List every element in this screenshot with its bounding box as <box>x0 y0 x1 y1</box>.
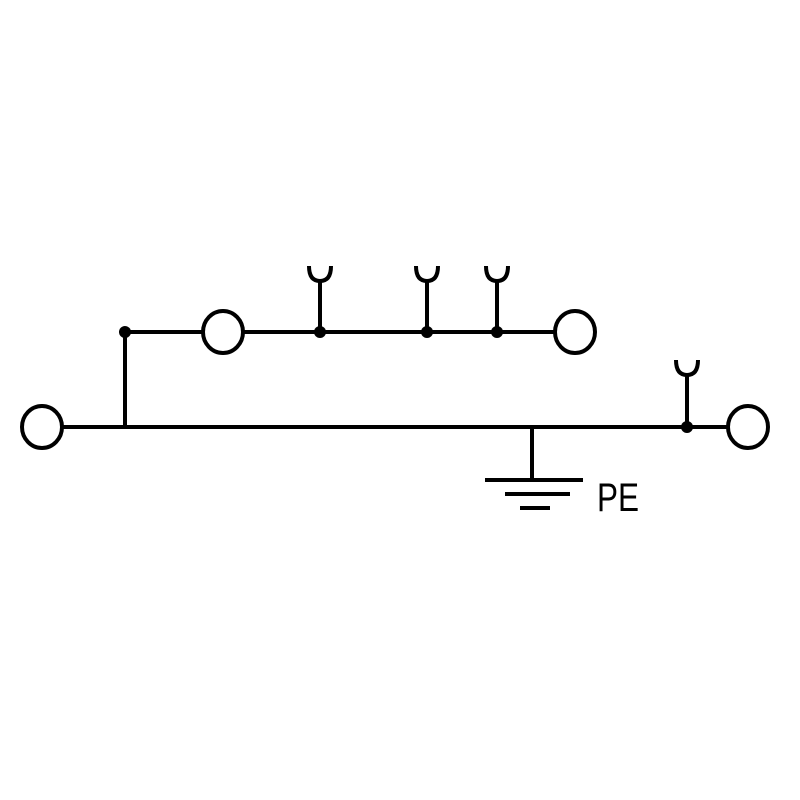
terminal-right <box>726 404 770 450</box>
junction-dot <box>421 326 433 338</box>
ground-icon <box>485 427 583 510</box>
terminal-upper-left <box>201 309 245 355</box>
plug-socket-3 <box>484 265 510 332</box>
pe-label: PE <box>597 476 639 520</box>
terminal-left <box>20 404 64 450</box>
junction-dot <box>491 326 503 338</box>
plug-socket-2 <box>414 265 440 332</box>
terminal-upper-right <box>553 309 597 355</box>
plug-socket-1 <box>307 265 333 332</box>
junction-dot <box>119 326 131 338</box>
plug-socket-4 <box>674 359 700 427</box>
junction-dot <box>314 326 326 338</box>
junction-dot <box>681 421 693 433</box>
